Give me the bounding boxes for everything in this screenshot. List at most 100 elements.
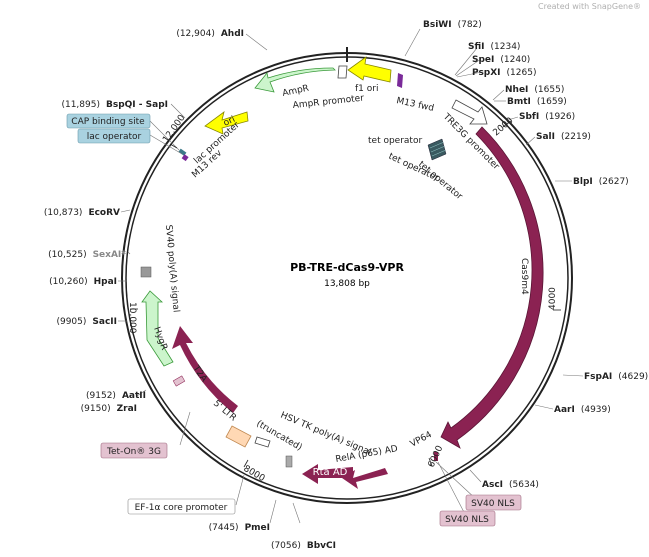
site-ahdi[interactable]: (12,904)AhdI xyxy=(176,29,244,39)
svg-text:(10,260)HpaI: (10,260)HpaI xyxy=(49,277,117,287)
svg-text:FspAI(4629): FspAI(4629) xyxy=(584,372,648,382)
ef1a-core-promoter-box[interactable]: EF-1α core promoter xyxy=(127,498,236,515)
cas9m4-feature[interactable] xyxy=(440,126,544,449)
svg-text:(11,895)BspQI - SapI: (11,895)BspQI - SapI xyxy=(61,100,168,110)
hsv-tk-feature[interactable] xyxy=(285,455,293,468)
tick-label-4000: 4000 xyxy=(548,287,558,310)
rta-feature[interactable] xyxy=(302,464,353,484)
site-bbvci[interactable]: (7056)BbvCI xyxy=(271,541,336,551)
ltr-feature[interactable] xyxy=(225,425,252,448)
snapgene-watermark: Created with SnapGene® xyxy=(538,2,641,11)
ltr-arrow-feature[interactable] xyxy=(254,436,271,448)
site-ecorv[interactable]: (10,873)EcoRV xyxy=(44,208,120,218)
site-bmti[interactable]: BmtI(1659) xyxy=(507,97,567,107)
site-sali[interactable]: SalI(2219) xyxy=(536,132,591,142)
vp64-feature[interactable] xyxy=(434,452,438,461)
lac-operator-box[interactable]: lac operator xyxy=(77,128,151,144)
sv40-polya-label: SV40 poly(A) signal xyxy=(163,224,181,312)
svg-text:EF-1α core promoter: EF-1α core promoter xyxy=(135,503,228,513)
site-blpi[interactable]: BlpI(2627) xyxy=(573,177,629,187)
m13-fwd-label: M13 fwd xyxy=(395,96,434,114)
svg-text:SalI(2219): SalI(2219) xyxy=(536,132,591,142)
plasmid-name: PB-TRE-dCas9-VPR xyxy=(290,261,404,274)
box-leaders xyxy=(149,120,478,519)
site-aatii[interactable]: (9152)AatII xyxy=(86,391,146,401)
site-sacii[interactable]: (9905)SacII xyxy=(56,317,117,327)
site-leaders-left xyxy=(118,33,301,524)
ampr-promoter-feature[interactable] xyxy=(337,65,348,79)
svg-text:(9152)AatII: (9152)AatII xyxy=(86,391,146,401)
svg-text:(12,904)AhdI: (12,904)AhdI xyxy=(176,29,244,39)
site-spei[interactable]: SpeI(1240) xyxy=(472,55,530,65)
svg-text:lac operator: lac operator xyxy=(87,132,142,142)
f1-ori-feature[interactable] xyxy=(347,56,392,83)
svg-text:BlpI(2627): BlpI(2627) xyxy=(573,177,629,187)
hygr-feature[interactable] xyxy=(141,290,174,367)
svg-text:BsiWI(782): BsiWI(782) xyxy=(423,20,482,30)
f1-ori-label: f1 ori xyxy=(355,84,378,94)
svg-text:SV40 NLS: SV40 NLS xyxy=(471,499,515,509)
svg-text:SpeI(1240): SpeI(1240) xyxy=(472,55,530,65)
sv40-polya-feature[interactable] xyxy=(140,266,152,278)
ampr-label: AmpR xyxy=(282,84,310,99)
lac-promoter-feature[interactable] xyxy=(181,154,189,162)
cas9m4-label: Cas9m4 xyxy=(519,258,529,295)
lower-left-arc[interactable] xyxy=(172,326,238,413)
tet-on-3g-box[interactable]: Tet-On® 3G xyxy=(100,442,168,459)
svg-text:SfiI(1234): SfiI(1234) xyxy=(468,42,520,52)
svg-text:SbfI(1926): SbfI(1926) xyxy=(519,112,575,122)
site-fspai[interactable]: FspAI(4629) xyxy=(584,372,648,382)
sv40-nls-box-1[interactable]: SV40 NLS xyxy=(465,494,522,511)
site-sfii[interactable]: SfiI(1234) xyxy=(468,42,520,52)
site-nhei[interactable]: NheI(1655) xyxy=(505,85,564,95)
svg-text:SV40 NLS: SV40 NLS xyxy=(445,515,489,525)
tick-label-10000: 10,000 xyxy=(127,302,137,334)
site-asci[interactable]: AscI(5634) xyxy=(482,480,539,490)
svg-text:CAP binding site: CAP binding site xyxy=(71,117,145,127)
site-zrai[interactable]: (9150)ZraI xyxy=(81,404,137,414)
tick-marks xyxy=(130,120,561,468)
site-bspqi-sapi[interactable]: (11,895)BspQI - SapI xyxy=(61,100,168,110)
svg-text:(10,873)EcoRV: (10,873)EcoRV xyxy=(44,208,120,218)
tick-label-2000: 2000 xyxy=(492,116,516,139)
hsv-tk-label: HSV TK poly(A) signal xyxy=(279,411,373,458)
site-hpai[interactable]: (10,260)HpaI xyxy=(49,277,117,287)
site-sbfi[interactable]: SbfI(1926) xyxy=(519,112,575,122)
tick-label-8000: 8000 xyxy=(242,464,267,484)
svg-text:(9150)ZraI: (9150)ZraI xyxy=(81,404,137,414)
site-pmei[interactable]: (7445)PmeI xyxy=(209,523,270,533)
vp64-label: VP64 xyxy=(409,430,434,450)
lac-operator-feature[interactable] xyxy=(178,148,187,156)
m13-fwd-feature[interactable] xyxy=(397,73,403,88)
tre3g-promoter-feature[interactable] xyxy=(451,99,488,125)
sv40-nls-box-2[interactable]: SV40 NLS xyxy=(439,510,496,527)
ori-label: ori xyxy=(222,115,237,129)
cap-binding-site-box[interactable]: CAP binding site xyxy=(66,113,151,129)
rta-label: Rta AD xyxy=(313,467,348,478)
site-sexai[interactable]: (10,525)SexAI* xyxy=(48,250,126,260)
rela-feature[interactable] xyxy=(342,468,388,489)
site-aari[interactable]: AarI(4939) xyxy=(554,405,611,415)
ampr-feature[interactable] xyxy=(254,67,336,93)
ori-feature[interactable] xyxy=(204,111,249,135)
t2a-feature[interactable] xyxy=(172,375,186,387)
ampr-promoter-label: AmpR promoter xyxy=(292,94,364,111)
site-pspxi[interactable]: PspXI(1265) xyxy=(472,68,536,78)
svg-text:(7445)PmeI: (7445)PmeI xyxy=(209,523,270,533)
tet-operator-feature[interactable] xyxy=(427,138,447,161)
tet-operator-label-1: tet operator xyxy=(368,136,422,146)
svg-text:BmtI(1659): BmtI(1659) xyxy=(507,97,567,107)
svg-text:NheI(1655): NheI(1655) xyxy=(505,85,564,95)
site-bsiwi[interactable]: BsiWI(782) xyxy=(423,20,482,30)
svg-text:Tet-On® 3G: Tet-On® 3G xyxy=(106,447,161,457)
svg-text:PspXI(1265): PspXI(1265) xyxy=(472,68,536,78)
tick-label-6000: 6000 xyxy=(427,444,446,469)
svg-text:AarI(4939): AarI(4939) xyxy=(554,405,611,415)
svg-text:(10,525)SexAI*: (10,525)SexAI* xyxy=(48,250,126,260)
plasmid-size: 13,808 bp xyxy=(324,279,370,289)
svg-text:AscI(5634): AscI(5634) xyxy=(482,480,539,490)
site-leaders-right xyxy=(404,28,584,483)
svg-text:(9905)SacII: (9905)SacII xyxy=(56,317,117,327)
svg-text:(7056)BbvCI: (7056)BbvCI xyxy=(271,541,336,551)
